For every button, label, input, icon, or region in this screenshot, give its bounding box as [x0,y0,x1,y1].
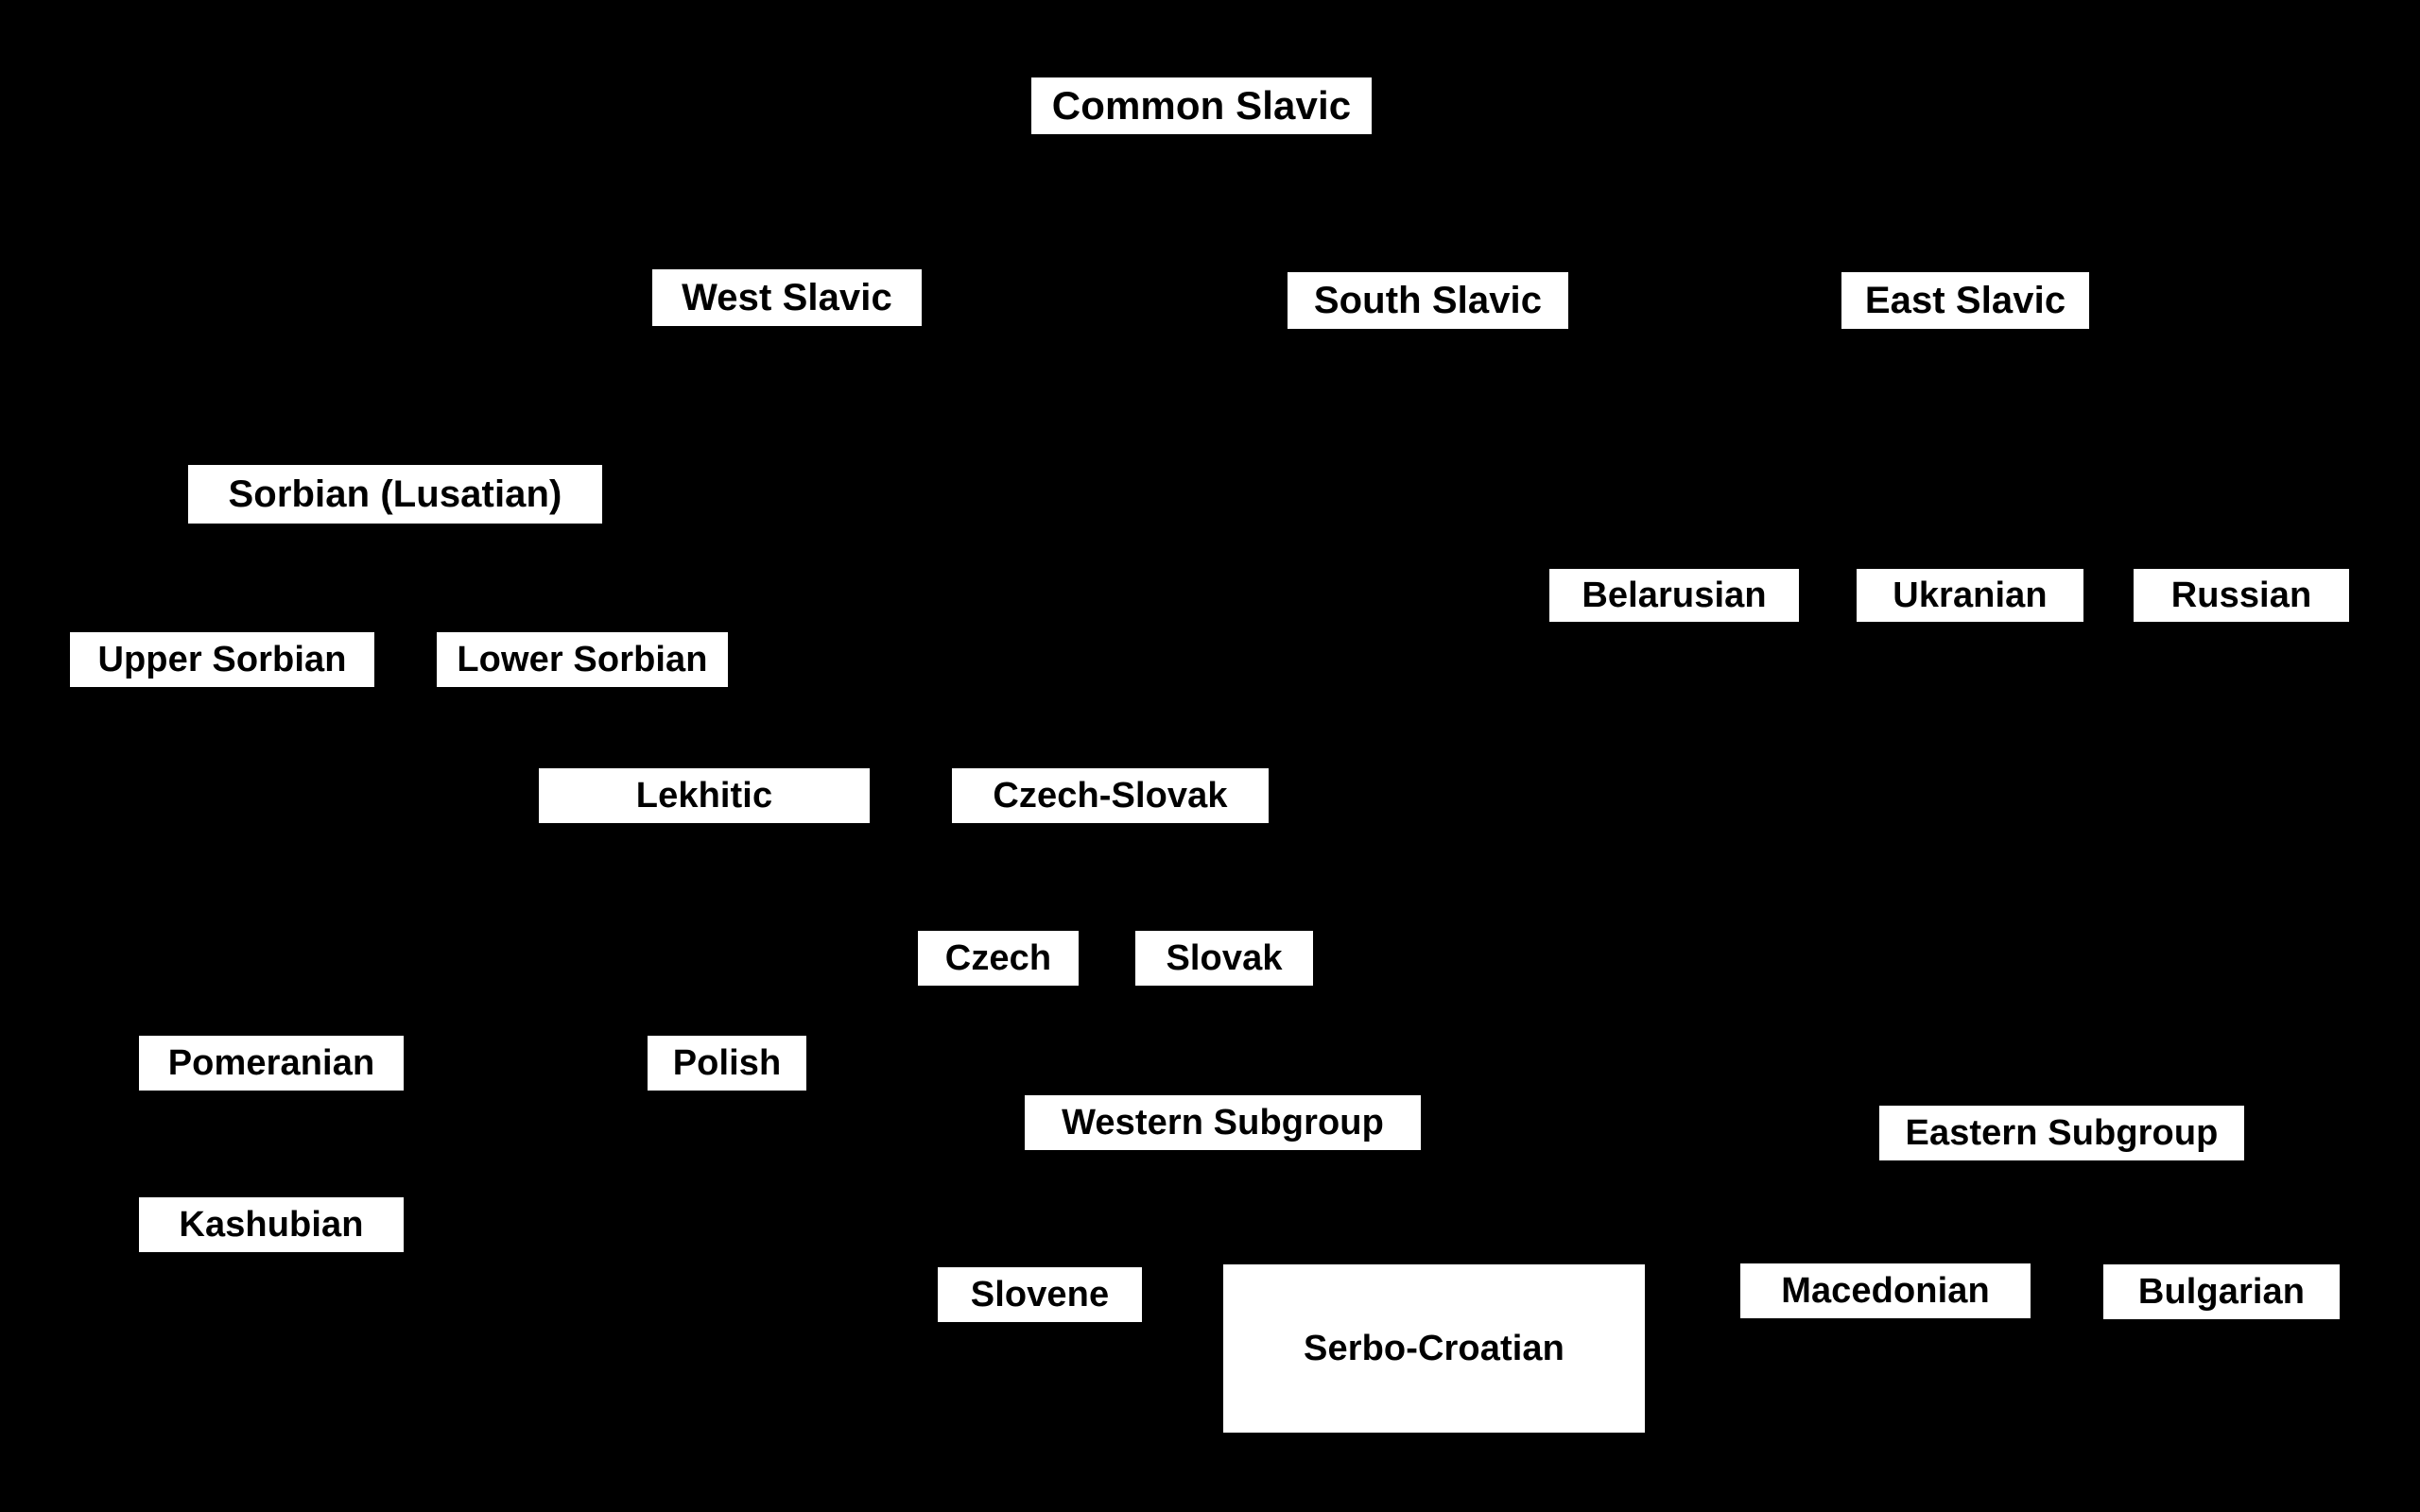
node-label-ukranian: Ukranian [1893,576,2048,615]
node-label-polish: Polish [672,1043,782,1083]
node-upper-sorbian: Upper Sorbian [70,632,374,687]
node-eastern-subgroup: Eastern Subgroup [1879,1106,2244,1160]
node-label-south-slavic: South Slavic [1313,280,1543,321]
node-czech: Czech [918,931,1079,986]
node-lekhitic: Lekhitic [539,768,870,823]
node-polish: Polish [648,1036,806,1091]
node-label-western-subgroup: Western Subgroup [1062,1103,1384,1143]
node-ukranian: Ukranian [1857,569,2083,622]
node-label-russian: Russian [2170,576,2312,615]
node-belarusian: Belarusian [1549,569,1799,622]
node-label-czech-slovak: Czech-Slovak [993,776,1228,816]
node-label-bulgarian: Bulgarian [2137,1272,2306,1312]
node-label-common-slavic: Common Slavic [1051,83,1352,128]
node-label-slovene: Slovene [970,1275,1110,1314]
node-pomeranian: Pomeranian [139,1036,404,1091]
node-east-slavic: East Slavic [1841,272,2089,329]
node-label-west-slavic: West Slavic [682,277,892,318]
node-lower-sorbian: Lower Sorbian [437,632,728,687]
node-sorbian-lusatian: Sorbian (Lusatian) [188,465,602,524]
node-label-lekhitic: Lekhitic [635,776,773,816]
node-label-serbo-croatian: Serbo-Croatian [1304,1329,1564,1368]
node-label-eastern-subgroup: Eastern Subgroup [1905,1113,2219,1153]
node-czech-slovak: Czech-Slovak [952,768,1269,823]
node-label-kashubian: Kashubian [179,1205,364,1245]
node-kashubian: Kashubian [139,1197,404,1252]
node-label-belarusian: Belarusian [1582,576,1767,615]
node-common-slavic: Common Slavic [1031,77,1372,134]
node-west-slavic: West Slavic [652,269,922,326]
node-label-slovak: Slovak [1166,938,1283,978]
node-label-pomeranian: Pomeranian [167,1043,375,1083]
node-bulgarian: Bulgarian [2103,1264,2340,1319]
node-label-sorbian-lusatian: Sorbian (Lusatian) [228,473,562,515]
node-serbo-croatian: Serbo-Croatian [1223,1264,1645,1433]
node-label-czech: Czech [944,938,1052,978]
node-label-macedonian: Macedonian [1781,1271,1990,1311]
node-label-east-slavic: East Slavic [1864,280,2066,321]
node-south-slavic: South Slavic [1288,272,1568,329]
node-western-subgroup: Western Subgroup [1025,1095,1421,1150]
node-label-upper-sorbian: Upper Sorbian [97,640,347,679]
node-slovak: Slovak [1135,931,1313,986]
node-slovene: Slovene [938,1267,1142,1322]
node-macedonian: Macedonian [1740,1263,2031,1318]
node-label-lower-sorbian: Lower Sorbian [457,640,708,679]
node-russian: Russian [2134,569,2349,622]
